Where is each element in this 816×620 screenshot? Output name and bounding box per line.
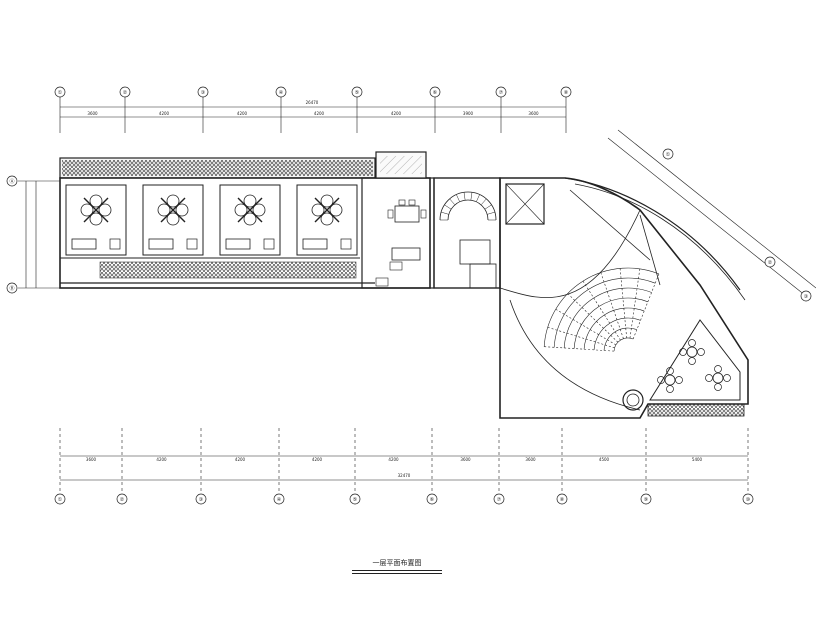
top-axis-label: ⑦ <box>499 90 504 96</box>
bottom-axis-label: ① <box>58 497 63 503</box>
top-dimension-value: 4200 <box>314 111 325 116</box>
top-dimension-value: 4200 <box>159 111 170 116</box>
top-grid-axes: ① 3600 ② 4200 ③ 4200 ④ 4200 ⑤ 4200 ⑥ 3900 ⑦ 3600 ⑧ <box>54 86 572 133</box>
private-room <box>65 184 127 256</box>
office-area <box>361 151 435 289</box>
top-dimension-chain <box>60 106 566 118</box>
lounge-seating <box>657 339 731 393</box>
fan-stage <box>543 267 660 352</box>
drawing-title: 一层平面布置图 <box>372 559 422 567</box>
bottom-grid-axes: ① 3600 ② 4200 ③ 4200 ④ 4200 ⑤ 4200 ⑥ 3600 ⑦ 3600 ⑧ 4500… <box>54 428 754 505</box>
bottom-axis-label: ④ <box>277 497 282 503</box>
top-dimension-value: 4200 <box>391 111 402 116</box>
bottom-axis-label: ⑥ <box>430 497 435 503</box>
drawing-title-block: 一层平面布置图 <box>352 558 442 574</box>
bottom-dimension-value: 3600 <box>460 457 471 462</box>
bottom-dimension-value: 4200 <box>312 457 323 462</box>
private-rooms <box>65 184 358 256</box>
bottom-dimension-total: 32470 <box>398 473 411 478</box>
top-axis-label: ⑧ <box>564 90 569 96</box>
top-dimension-total: 26470 <box>306 100 319 105</box>
left-dimension-chain <box>18 180 60 289</box>
bottom-axis-label: ⑦ <box>497 497 502 503</box>
lounge-table <box>679 339 705 365</box>
left-axis-a: Ⓐ <box>9 178 14 185</box>
top-axis-label: ② <box>123 90 128 96</box>
main-hall <box>499 177 749 419</box>
bottom-dimension-value: 3600 <box>525 457 536 462</box>
lounge-table <box>657 367 683 393</box>
bottom-axis-label: ⑨ <box>644 497 648 503</box>
top-dimension-value: 3600 <box>528 111 539 116</box>
column <box>622 389 644 411</box>
bottom-dimension-value: 5400 <box>692 457 703 462</box>
left-axis-b: Ⓑ <box>9 285 14 292</box>
bottom-axis-label: ⑩ <box>746 497 751 503</box>
top-dimension-value: 3900 <box>463 111 474 116</box>
bottom-dimension-value: 4200 <box>388 457 399 462</box>
bottom-axis-label: ⑤ <box>353 497 357 503</box>
private-room <box>296 184 358 256</box>
top-dimension-value: 3600 <box>87 111 98 116</box>
top-dimension-value: 4200 <box>237 111 248 116</box>
bottom-dimension-value: 4200 <box>156 457 167 462</box>
bottom-dimension-value: 3600 <box>86 457 97 462</box>
right-dimension-chain <box>607 129 816 297</box>
title-underline-1 <box>352 570 442 571</box>
right-axis-3: ③ <box>804 294 808 300</box>
top-axis-label: ⑥ <box>433 90 438 96</box>
top-axis-label: ① <box>58 90 63 96</box>
bottom-dimension-value: 4200 <box>235 457 246 462</box>
stair-core <box>433 177 545 289</box>
bottom-dimension-value: 4500 <box>599 457 610 462</box>
title-underline-2 <box>352 573 442 574</box>
bottom-axis-label: ③ <box>199 497 203 503</box>
top-axis-label: ④ <box>279 90 284 96</box>
bottom-axis-label: ② <box>120 497 125 503</box>
bottom-axis-label: ⑧ <box>560 497 565 503</box>
top-axis-label: ⑤ <box>355 90 359 96</box>
left-wing <box>59 157 431 289</box>
right-axis-1: ① <box>666 152 671 158</box>
private-room <box>142 184 204 256</box>
lounge-table <box>705 365 731 391</box>
right-axis-2: ② <box>768 260 773 266</box>
bottom-dimension-chain <box>60 455 748 481</box>
top-axis-label: ③ <box>201 90 205 96</box>
private-room <box>219 184 281 256</box>
